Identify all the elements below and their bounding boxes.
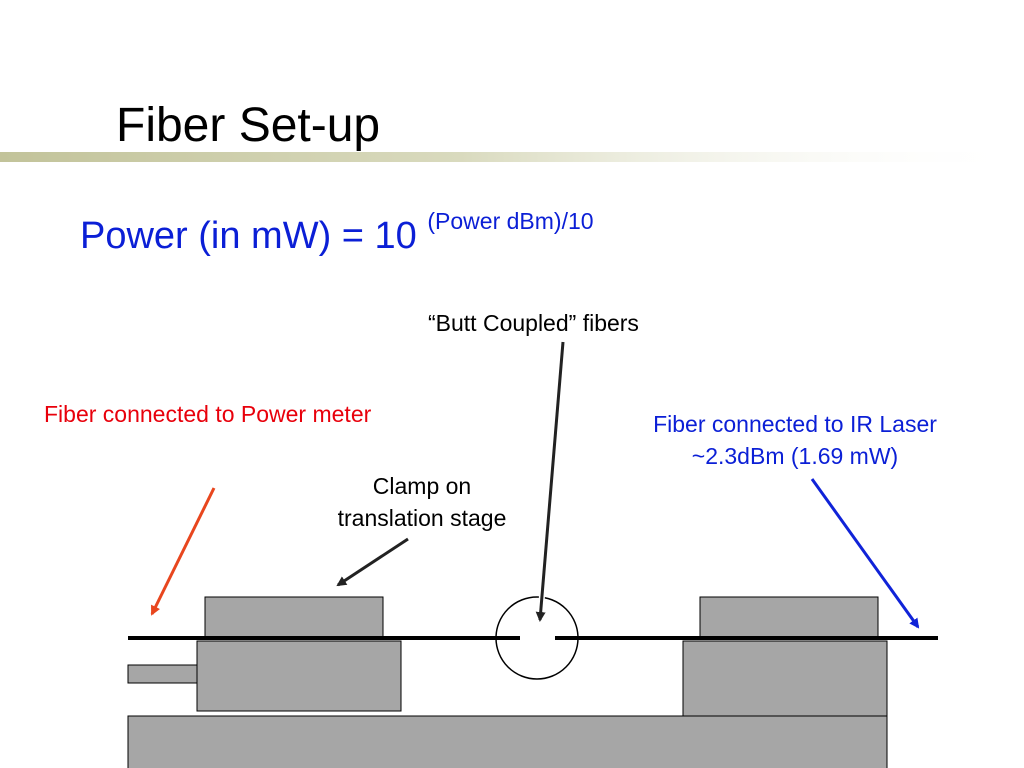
clamp-arrow	[336, 536, 410, 588]
translation-knob	[127, 664, 198, 684]
clamp-label-line2: translation stage	[337, 505, 507, 532]
power-formula: Power (in mW) = 10 (Power dBm)/10	[80, 208, 594, 260]
ir-laser-label: Fiber connected to IR Laser ~2.3dBm (1.6…	[600, 408, 990, 472]
ir-laser-label-line1: Fiber connected to IR Laser	[653, 411, 937, 437]
formula-base: Power (in mW) = 10	[80, 215, 417, 257]
slide-title: Fiber Set-up	[116, 99, 381, 152]
butt-coupled-arrow	[535, 341, 566, 622]
butt-coupled-label: “Butt Coupled” fibers	[428, 310, 639, 336]
title-accent-bar	[0, 152, 1024, 162]
ir-laser-label-line2: ~2.3dBm (1.69 mW)	[691, 443, 899, 470]
right-stage-body	[682, 640, 888, 717]
power-meter-arrow	[149, 486, 217, 616]
power-meter-label: Fiber connected to Power meter	[44, 401, 372, 427]
base-plate	[127, 715, 888, 768]
ir-laser-arrow	[809, 477, 921, 629]
formula-exponent: (Power dBm)/10	[427, 208, 594, 234]
left-stage-body	[196, 640, 402, 712]
coupling-circle	[495, 596, 579, 680]
clamp-label: Clamp on translation stage	[316, 470, 528, 534]
clamp-label-line1: Clamp on	[372, 473, 472, 499]
right-clamp	[699, 596, 879, 638]
left-clamp	[204, 596, 384, 638]
